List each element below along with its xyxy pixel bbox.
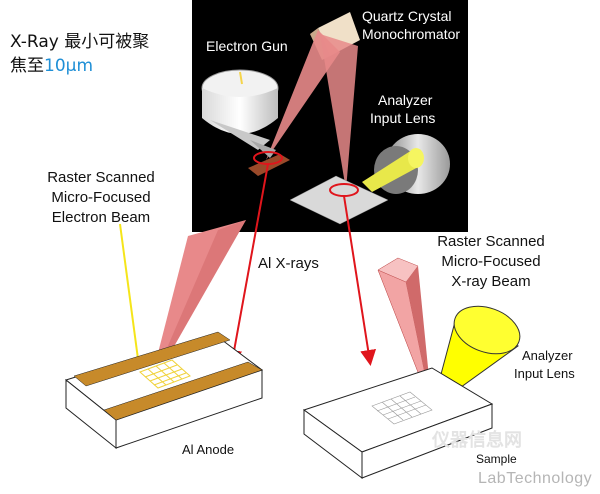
label-raster-xray-line2: Micro-Focused xyxy=(441,253,541,270)
label-quartz-line1: Quartz Crystal xyxy=(362,8,452,24)
label-analyzer-inset-line2: Input Lens xyxy=(370,110,436,126)
title-line-2: 焦至10μm xyxy=(10,54,149,78)
label-al-xrays: Al X-rays xyxy=(258,255,319,272)
arrow-to-sample xyxy=(343,195,377,366)
label-raster-xray-line1: Raster Scanned xyxy=(437,233,545,250)
sample-raster-grid xyxy=(371,391,433,425)
label-raster-electron-line2: Micro-Focused xyxy=(51,189,151,206)
al-anode-block xyxy=(64,331,264,450)
watermark: LabTechnology xyxy=(478,470,593,487)
label-sample: Sample xyxy=(476,452,517,466)
label-electron-gun: Electron Gun xyxy=(206,38,288,54)
label-al-anode: Al Anode xyxy=(182,442,235,457)
label-analyzer-line1: Analyzer xyxy=(522,348,573,363)
arrow-to-anode xyxy=(226,163,269,366)
sample-block xyxy=(302,367,494,480)
figure-title: X-Ray 最小可被聚 焦至10μm xyxy=(10,30,149,78)
label-analyzer-inset-line1: Analyzer xyxy=(378,92,433,108)
electron-beam-pointer xyxy=(119,223,141,375)
electron-gun xyxy=(201,69,279,158)
label-raster-electron-line1: Raster Scanned xyxy=(47,169,155,186)
analyzer-lens-inset xyxy=(362,134,450,194)
anode-inset xyxy=(248,154,290,176)
xray-beam-inset-outgoing xyxy=(320,34,358,190)
label-raster-xray-line3: X-ray Beam xyxy=(451,273,531,290)
title-line-1: X-Ray 最小可被聚 xyxy=(10,32,150,52)
xray-beam-inset-incoming xyxy=(266,30,340,160)
label-analyzer-line2: Input Lens xyxy=(514,366,575,381)
watermark-cn: 仪器信息网 xyxy=(432,430,522,451)
title-line-2-accent: 10μm xyxy=(44,56,94,76)
title-line-2-prefix: 焦至 xyxy=(10,56,44,76)
label-quartz-line2: Monochromator xyxy=(362,26,461,42)
anode-raster-grid xyxy=(139,359,191,389)
sample-stage-inset xyxy=(289,175,389,225)
label-raster-electron-line3: Electron Beam xyxy=(51,209,151,226)
